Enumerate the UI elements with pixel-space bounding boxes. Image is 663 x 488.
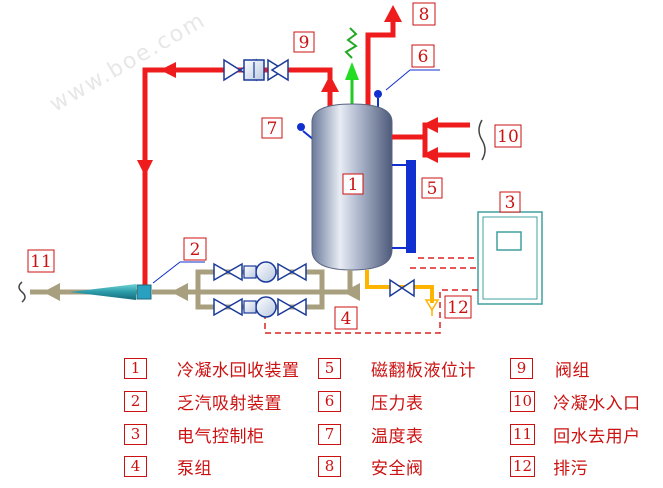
legend-number: 2 <box>124 390 147 412</box>
safety-valve <box>345 62 359 80</box>
legend-number: 12 <box>510 455 536 477</box>
svg-text:6: 6 <box>418 47 429 67</box>
legend-number: 6 <box>318 390 341 412</box>
flow-arrow <box>160 62 176 78</box>
safety-valve-vent <box>344 27 358 59</box>
legend-item-4: 4 泵组 <box>124 454 212 479</box>
pump-lower <box>213 296 307 318</box>
svg-text:5: 5 <box>427 179 438 199</box>
legend-item-6: 6 压力表 <box>318 389 424 414</box>
return-arrow <box>171 283 188 301</box>
steam-return-loop-pipe <box>142 67 333 292</box>
callout-9: 9 <box>293 31 315 53</box>
break-symbol <box>478 119 486 161</box>
legend-number: 3 <box>124 423 147 445</box>
legend-number: 9 <box>510 357 533 379</box>
legend-label: 安全阀 <box>371 458 424 479</box>
legend-item-3: 3 电气控制柜 <box>124 422 265 447</box>
callout-8: 8 <box>412 2 436 26</box>
inlet-arrow <box>422 117 438 133</box>
svg-text:7: 7 <box>267 119 278 139</box>
legend-label: 磁翻板液位计 <box>371 360 476 381</box>
svg-text:1: 1 <box>348 175 359 195</box>
legend-label: 电气控制柜 <box>177 426 265 447</box>
legend-item-11: 11 回水去用户 <box>510 422 641 447</box>
legend-label: 乏汽吸射装置 <box>177 393 282 414</box>
condensate-inlet-pipes <box>392 122 470 158</box>
inlet-arrow <box>422 147 438 163</box>
legend-number: 11 <box>510 423 536 445</box>
svg-text:2: 2 <box>190 240 201 260</box>
break-symbol <box>18 281 26 303</box>
legend-label: 回水去用户 <box>553 426 641 447</box>
temperature-gauge <box>297 123 305 131</box>
legend-item-1: 1 冷凝水回收装置 <box>124 356 300 381</box>
callout-1: 1 <box>342 173 364 195</box>
ejector-body <box>136 284 152 300</box>
legend-item-2: 2 乏汽吸射装置 <box>124 389 282 414</box>
legend-label: 阀组 <box>555 360 590 381</box>
svg-text:4: 4 <box>341 309 352 329</box>
svg-text:8: 8 <box>419 5 430 25</box>
svg-text:10: 10 <box>497 127 519 147</box>
svg-text:9: 9 <box>299 33 310 53</box>
callout-2: 2 <box>183 237 207 261</box>
callout-4: 4 <box>334 306 358 330</box>
callout-6: 6 <box>411 44 435 68</box>
callout-11: 11 <box>27 249 55 273</box>
flow-arrow-up <box>321 75 339 92</box>
legend-item-8: 8 安全阀 <box>318 454 424 479</box>
return-arrow <box>343 283 360 301</box>
svg-text:11: 11 <box>30 252 52 272</box>
drain-funnel <box>424 299 440 312</box>
callout-3: 3 <box>499 191 521 213</box>
callout-7: 7 <box>261 117 283 139</box>
valve-group-9 <box>223 58 289 82</box>
legend-label: 冷凝水入口 <box>553 393 641 414</box>
legend-item-9: 9 阀组 <box>510 356 590 381</box>
legend-item-5: 5 磁翻板液位计 <box>318 356 476 381</box>
legend-label: 冷凝水回收装置 <box>177 360 300 381</box>
legend-label: 排污 <box>553 458 589 479</box>
legend-item-7: 7 温度表 <box>318 422 424 447</box>
callout-12: 12 <box>444 295 472 319</box>
pump-upper <box>213 261 307 283</box>
control-cabinet <box>477 211 543 305</box>
legend-number: 8 <box>318 455 341 477</box>
svg-text:12: 12 <box>447 298 469 318</box>
control-signal-lines <box>264 257 478 334</box>
legend-number: 10 <box>510 390 536 412</box>
pressure-gauge <box>374 90 382 98</box>
legend-label: 压力表 <box>371 393 424 414</box>
legend: 1 冷凝水回收装置 2 乏汽吸射装置 3 电气控制柜 4 泵组 5 磁翻板液位计… <box>0 352 663 488</box>
leader-line-2 <box>152 261 205 284</box>
drain-valve <box>389 278 415 298</box>
leader-line-6 <box>385 69 440 91</box>
level-gauge <box>406 160 416 253</box>
callout-10: 10 <box>494 124 522 148</box>
legend-number: 7 <box>318 423 341 445</box>
ejector-nozzle <box>70 284 136 300</box>
legend-item-10: 10 冷凝水入口 <box>510 389 641 414</box>
legend-label: 泵组 <box>177 458 212 479</box>
legend-number: 5 <box>318 357 341 379</box>
svg-text:3: 3 <box>505 193 516 213</box>
callout-5: 5 <box>421 177 443 199</box>
legend-number: 1 <box>124 357 147 379</box>
legend-label: 温度表 <box>371 426 424 447</box>
legend-item-12: 12 排污 <box>510 454 589 479</box>
return-arrow <box>43 283 60 301</box>
legend-number: 4 <box>124 455 147 477</box>
flow-arrow <box>137 160 153 176</box>
exhaust-arrow <box>384 5 402 22</box>
exhaust-pipe-8 <box>365 22 396 107</box>
